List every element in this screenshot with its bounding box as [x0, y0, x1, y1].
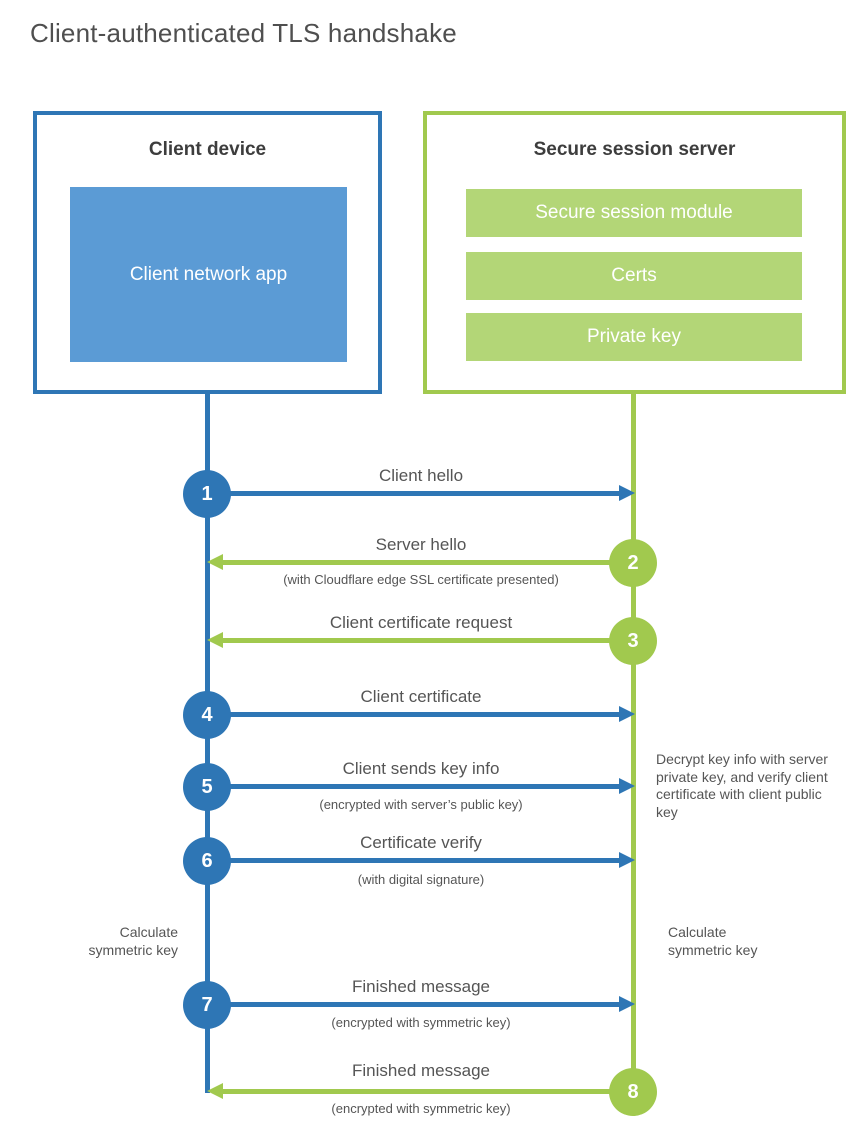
- client-device-heading: Client device: [148, 139, 267, 160]
- secure-session-server-box: Secure session server Secure session mod…: [423, 111, 846, 394]
- step-7-arrow-right: [207, 996, 635, 1012]
- step-3-number: 3: [627, 629, 639, 652]
- server-decrypt-key-info-note: Decrypt key info with server private key…: [656, 751, 828, 820]
- step-8-label: Finished message: [352, 1061, 490, 1080]
- server-module-secure-session: Secure session module: [466, 189, 802, 237]
- step-2-arrow-left: [207, 554, 635, 570]
- step-8-arrow-left: [207, 1083, 635, 1099]
- step-6-arrow-right: [207, 852, 635, 868]
- step-7-sublabel: (encrypted with symmetric key): [331, 1015, 511, 1030]
- secure-session-server-heading: Secure session server: [533, 139, 736, 160]
- client-calculate-symmetric-key-note: Calculate symmetric key: [88, 924, 178, 958]
- step-1-arrow-right: [207, 485, 635, 501]
- step-5-marker: 5: [183, 763, 231, 811]
- step-1-label: Client hello: [378, 466, 464, 485]
- step-4-arrow-right: [207, 706, 635, 722]
- step-7-label: Finished message: [352, 977, 490, 996]
- step-5-arrow-right: [207, 778, 635, 794]
- server-lifeline: [631, 392, 636, 1092]
- step-2-label: Server hello: [375, 535, 467, 554]
- step-5-sublabel: (encrypted with server’s public key): [319, 797, 523, 812]
- step-2-sublabel: (with Cloudflare edge SSL certificate pr…: [283, 572, 559, 587]
- step-6-number: 6: [201, 849, 213, 872]
- step-6-marker: 6: [183, 837, 231, 885]
- server-calculate-symmetric-key-note: Calculate symmetric key: [668, 924, 758, 958]
- step-5-number: 5: [201, 775, 213, 798]
- server-module-private-key: Private key: [466, 313, 802, 361]
- step-6-sublabel: (with digital signature): [357, 872, 485, 887]
- step-1-marker: 1: [183, 470, 231, 518]
- step-2-marker: 2: [609, 539, 657, 587]
- step-6-label: Certificate verify: [360, 833, 482, 852]
- step-2-number: 2: [627, 551, 639, 574]
- step-8-sublabel: (encrypted with symmetric key): [331, 1101, 511, 1116]
- step-1-number: 1: [201, 482, 213, 505]
- step-7-marker: 7: [183, 981, 231, 1029]
- step-8-marker: 8: [609, 1068, 657, 1116]
- step-8-number: 8: [627, 1080, 639, 1103]
- client-network-app-label: Client network app: [129, 263, 288, 285]
- client-device-box: Client device Client network app: [33, 111, 382, 394]
- server-module-certs: Certs: [466, 252, 802, 300]
- step-7-number: 7: [201, 993, 213, 1016]
- step-4-marker: 4: [183, 691, 231, 739]
- client-network-app-box: Client network app: [70, 187, 347, 362]
- step-4-number: 4: [201, 703, 213, 726]
- client-lifeline: [205, 392, 210, 1093]
- step-5-label: Client sends key info: [342, 759, 500, 778]
- step-3-arrow-left: [207, 632, 635, 648]
- step-3-label: Client certificate request: [329, 613, 513, 632]
- page-title: Client-authenticated TLS handshake: [30, 18, 457, 48]
- step-3-marker: 3: [609, 617, 657, 665]
- step-4-label: Client certificate: [360, 687, 482, 706]
